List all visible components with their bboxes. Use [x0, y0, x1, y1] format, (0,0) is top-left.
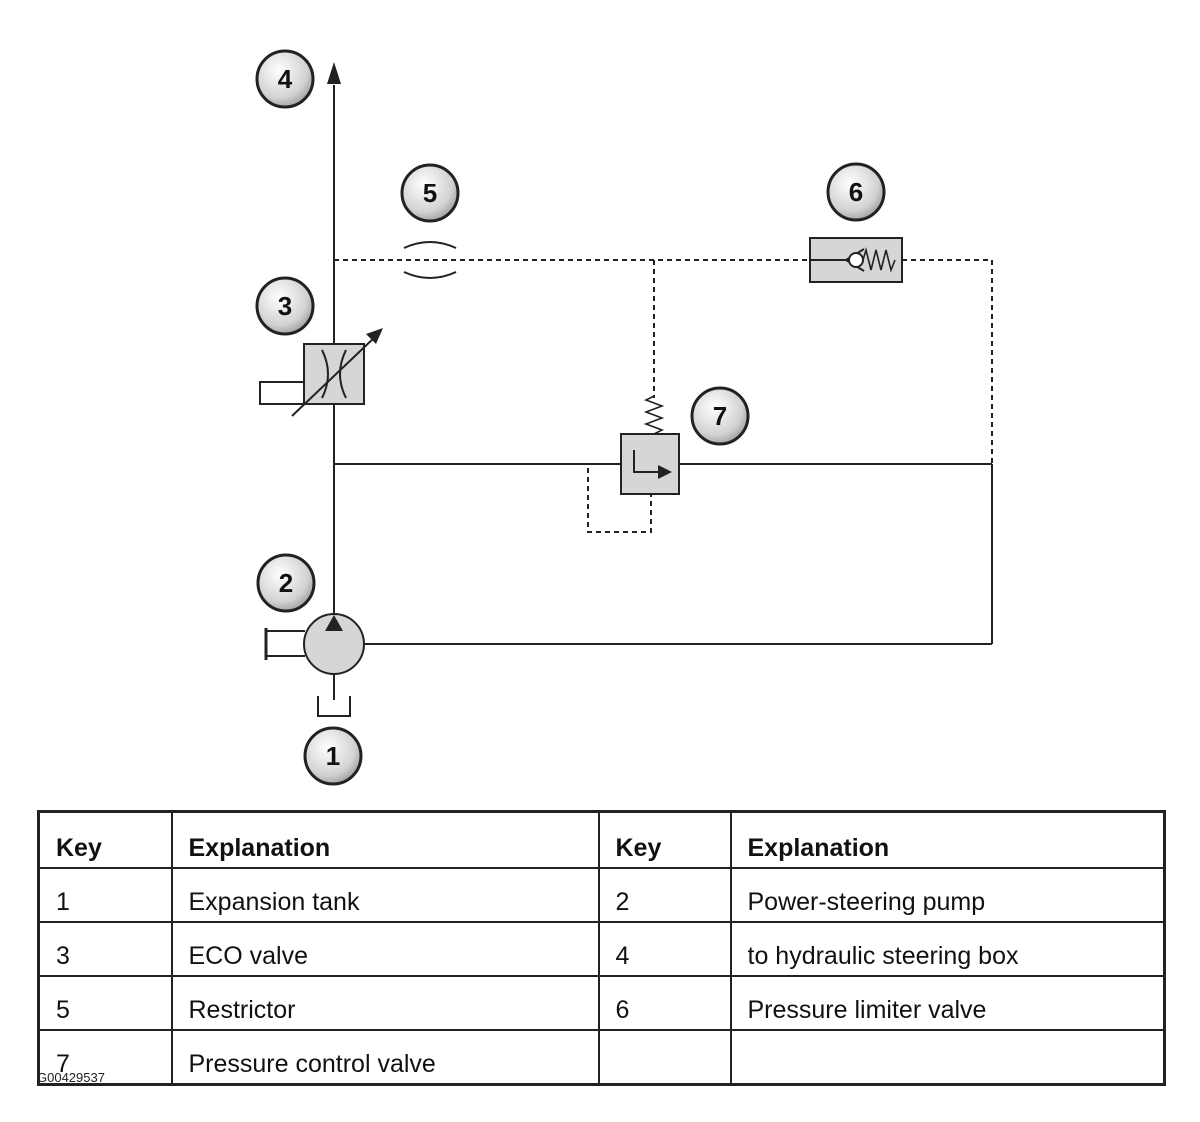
arrow-up-icon [327, 62, 341, 84]
pressure-limiter-valve-symbol [809, 237, 903, 283]
explanation-cell: Expansion tank [170, 867, 600, 923]
hydraulic-circuit-diagram: 4 5 6 3 7 2 1 [255, 49, 993, 786]
explanation-cell: Pressure control valve [170, 1029, 600, 1086]
svg-text:6: 6 [849, 177, 863, 207]
explanation-cell: Pressure limiter valve [729, 975, 1166, 1031]
key-cell: 3 [37, 921, 173, 977]
table-row: 5 Restrictor 6 Pressure limiter valve [37, 975, 1166, 1031]
svg-text:5: 5 [423, 178, 437, 208]
pressure-control-valve-symbol [620, 395, 680, 495]
key-cell [597, 1029, 732, 1086]
key-cell: 6 [597, 975, 732, 1031]
svg-text:3: 3 [278, 291, 292, 321]
figure-id: G00429537 [37, 1070, 105, 1085]
callout-4: 4 [255, 49, 315, 109]
key-cell: 2 [597, 867, 732, 923]
power-steering-pump-symbol [264, 613, 365, 700]
svg-text:1: 1 [326, 741, 340, 771]
callout-3: 3 [255, 276, 315, 336]
header-key: Key [597, 810, 732, 869]
key-cell: 4 [597, 921, 732, 977]
table-row: 3 ECO valve 4 to hydraulic steering box [37, 921, 1166, 977]
expansion-tank-symbol [317, 696, 351, 717]
explanation-cell: to hydraulic steering box [729, 921, 1166, 977]
explanation-cell [729, 1029, 1166, 1086]
key-cell: 1 [37, 867, 173, 923]
header-key: Key [37, 810, 173, 869]
callout-7: 7 [690, 386, 750, 446]
explanation-cell: Restrictor [170, 975, 600, 1031]
callout-1: 1 [303, 726, 363, 786]
header-explanation: Explanation [170, 810, 600, 869]
svg-text:4: 4 [278, 64, 293, 94]
table-header-row: Key Explanation Key Explanation [37, 810, 1166, 869]
header-explanation: Explanation [729, 810, 1166, 869]
restrictor-symbol [403, 241, 457, 279]
key-cell: 5 [37, 975, 173, 1031]
callout-5: 5 [400, 163, 460, 223]
eco-valve-symbol [259, 328, 383, 417]
pilot-lines [334, 259, 993, 533]
key-table: Key Explanation Key Explanation 1 Expans… [37, 810, 1166, 1086]
svg-text:2: 2 [279, 568, 293, 598]
key-cell: 7 [37, 1029, 173, 1086]
table-row: 1 Expansion tank 2 Power-steering pump [37, 867, 1166, 923]
callout-6: 6 [826, 162, 886, 222]
explanation-cell: ECO valve [170, 921, 600, 977]
explanation-cell: Power-steering pump [729, 867, 1166, 923]
table-row: 7 Pressure control valve [37, 1029, 1166, 1086]
callout-2: 2 [256, 553, 316, 613]
svg-text:7: 7 [713, 401, 727, 431]
